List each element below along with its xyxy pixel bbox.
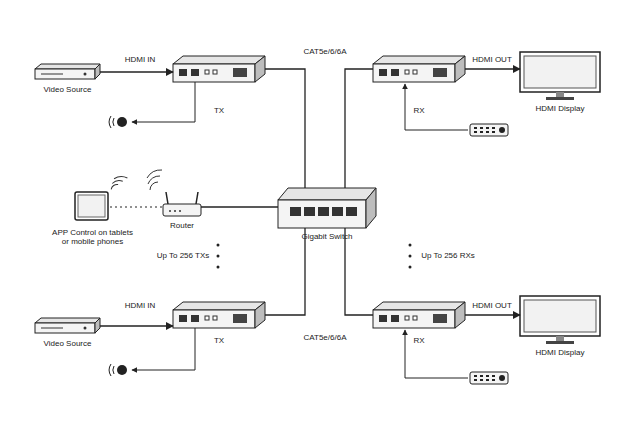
video-player-icon (35, 64, 100, 79)
tablet-icon (75, 192, 108, 220)
device-label: HDMI Display (536, 104, 585, 113)
gigabit-switch: Gigabit Switch (278, 188, 376, 228)
ir-wire (132, 82, 195, 122)
video-source: Video Source (35, 64, 100, 80)
router-icon (163, 204, 201, 216)
cable-label: HDMI OUT (470, 301, 514, 310)
hdmi-display: HDMI Display (520, 52, 600, 100)
ellipsis-dots (217, 244, 220, 247)
extender-icon (373, 56, 465, 82)
video-player-icon (35, 318, 100, 333)
router-icon (169, 210, 171, 212)
hdmi-cable (100, 71, 173, 72)
monitor-icon (520, 52, 600, 344)
switch-icon (278, 188, 376, 228)
switch-icon (278, 200, 366, 228)
device-label: Gigabit Switch (301, 232, 352, 241)
extender-icon (173, 56, 265, 82)
ir-wire (132, 328, 195, 370)
ir-emitter-icon (109, 364, 127, 376)
transmitter: TX (173, 56, 265, 82)
router-icon (147, 170, 162, 190)
hdmi-cable (100, 325, 173, 326)
switch-icon (332, 207, 343, 216)
router: Router (163, 198, 201, 216)
cable-label: CAT5e/6/6A (302, 47, 349, 56)
tablet-icon (78, 195, 105, 217)
cable-label: CAT5e/6/6A (302, 333, 349, 342)
monitor-icon (520, 52, 600, 100)
monitor-icon (520, 296, 600, 344)
router-icon (174, 210, 176, 212)
network-cable (345, 228, 373, 315)
ellipsis-dots (217, 266, 220, 269)
remote-icon (470, 372, 508, 384)
switch-icon (278, 188, 376, 200)
ir-wire (405, 330, 468, 378)
remote-icon (470, 124, 508, 136)
network-cable (201, 206, 278, 207)
ellipsis-dots (409, 244, 412, 247)
extender-icon (373, 302, 465, 328)
receiver: RX (373, 56, 465, 82)
tablet-icon (75, 175, 127, 220)
cable-label: HDMI OUT (470, 55, 514, 64)
router-icon (196, 192, 198, 204)
device-label: RX (413, 336, 424, 345)
device-label: TX (214, 336, 224, 345)
switch-icon (304, 207, 315, 216)
cable-label: HDMI IN (123, 301, 158, 310)
router-icon (179, 210, 181, 212)
ir-wire (405, 84, 468, 130)
device-label: RX (413, 106, 424, 115)
switch-icon (346, 207, 357, 216)
ellipsis-dots (217, 255, 220, 258)
device-label: Router (170, 221, 194, 230)
ellipsis-dots (409, 255, 412, 258)
device-label: Video Source (44, 85, 92, 94)
device-label: HDMI Display (536, 348, 585, 357)
device-label: TX (214, 106, 224, 115)
router-icon (166, 192, 168, 204)
router-icon (147, 170, 201, 216)
ir-wire (132, 82, 468, 378)
switch-icon (366, 188, 376, 228)
wifi-link (110, 206, 163, 207)
extender-icon (173, 56, 465, 328)
network-cable (265, 69, 305, 188)
hdmi-cable (465, 314, 520, 315)
device-label: APP Control on tablets or mobile phones (50, 228, 136, 246)
device-label: Video Source (44, 339, 92, 348)
switch-icon (318, 207, 329, 216)
tablet: APP Control on tablets or mobile phones (75, 190, 110, 222)
transmitter: TX (173, 302, 265, 328)
ellipsis-dots (409, 266, 412, 269)
hdmi-display: HDMI Display (520, 296, 600, 344)
network-cable (265, 228, 305, 315)
switch-icon (290, 207, 301, 216)
count-note: Up To 256 RXs (419, 251, 477, 260)
network-cable (345, 69, 373, 188)
ir-emitter-icon (109, 116, 127, 128)
video-source: Video Source (35, 318, 100, 334)
cable-label: HDMI IN (123, 55, 158, 64)
tablet-icon (111, 175, 127, 192)
ellipsis-dots (217, 244, 412, 269)
hdmi-cable (465, 68, 520, 69)
receiver: RX (373, 302, 465, 328)
extender-icon (173, 302, 265, 328)
count-note: Up To 256 TXs (155, 251, 212, 260)
